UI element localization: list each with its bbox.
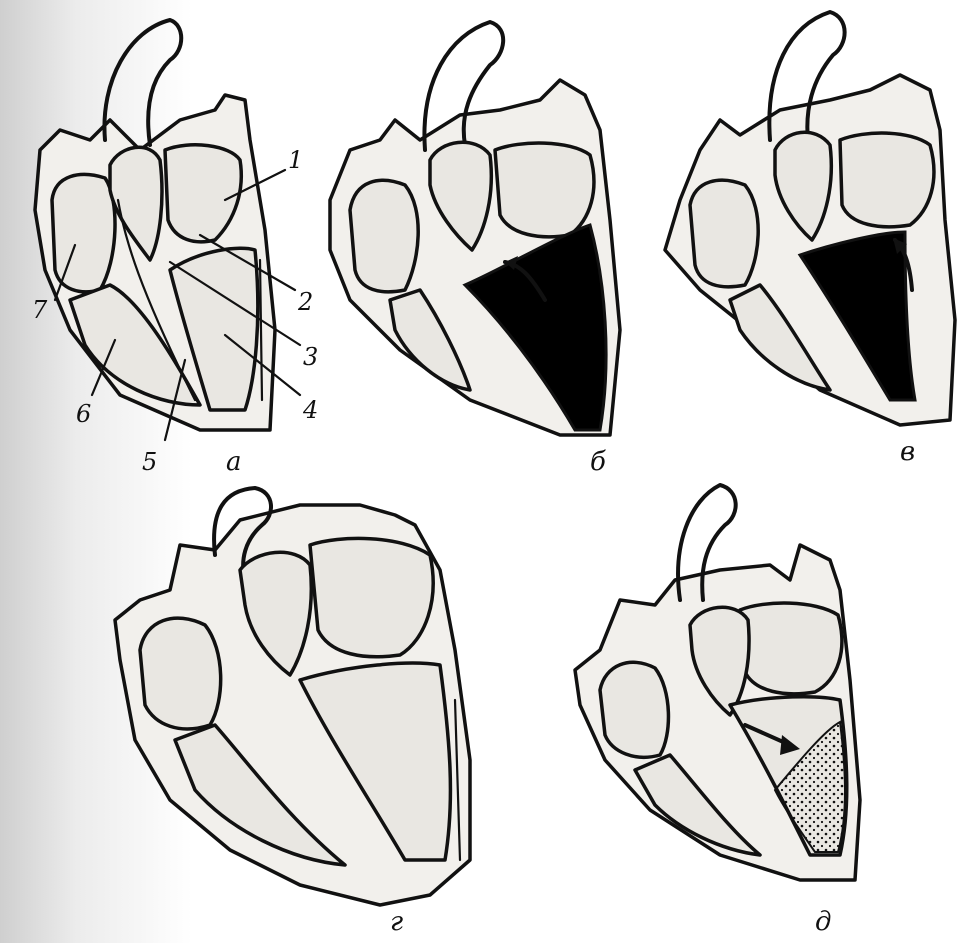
panel-letter-b: б bbox=[590, 447, 606, 477]
right-atrium-d bbox=[600, 662, 668, 757]
right-atrium-g bbox=[140, 618, 221, 729]
left-atrium-b bbox=[495, 143, 594, 237]
left-atrium-v bbox=[840, 133, 934, 227]
panel-letter-v: в bbox=[900, 437, 915, 467]
panel-letter-g: г bbox=[390, 907, 403, 937]
callout-1: 1 bbox=[288, 146, 303, 174]
callout-7: 7 bbox=[32, 296, 48, 324]
panel-letter-a: а bbox=[226, 447, 242, 477]
right-atrium-a bbox=[52, 174, 115, 291]
left-atrium-g bbox=[310, 538, 433, 656]
left-atrium-d bbox=[740, 603, 842, 694]
callout-2: 2 bbox=[297, 288, 313, 316]
right-atrium-v bbox=[690, 180, 758, 287]
panel-letter-d: д bbox=[815, 907, 831, 937]
callout-5: 5 bbox=[142, 448, 157, 476]
right-atrium-b bbox=[350, 180, 418, 291]
callout-3: 3 bbox=[303, 343, 318, 371]
callout-4: 4 bbox=[302, 396, 318, 424]
callout-6: 6 bbox=[76, 400, 91, 428]
